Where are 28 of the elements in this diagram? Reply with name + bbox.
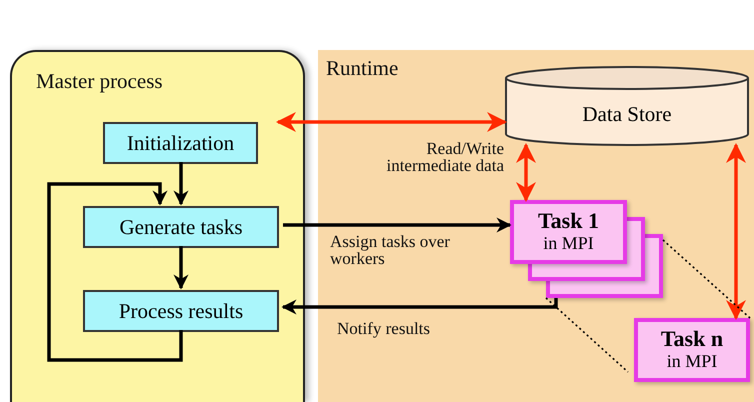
arrow: [282, 298, 558, 314]
panel-title: Runtime: [326, 56, 398, 81]
process-box: Generate tasks: [83, 206, 279, 248]
task-card: [634, 318, 750, 382]
task-title: Task n: [660, 327, 724, 352]
arrow: [283, 218, 512, 232]
double-arrow: [276, 112, 507, 132]
edge-label: Notify results: [337, 320, 432, 337]
dotted-line: [545, 297, 629, 373]
process-panel: [10, 50, 305, 402]
dotted-line: [662, 239, 751, 319]
arrow: [47, 182, 183, 362]
task-card-stack: [510, 200, 663, 298]
double-arrow: [516, 143, 536, 202]
node-label: Data Store: [581, 102, 673, 127]
task-subtitle: in MPI: [543, 233, 594, 255]
database-cylinder: [505, 66, 749, 146]
task-subtitle: in MPI: [666, 351, 718, 373]
task-title: Task 1: [538, 209, 599, 234]
process-box: Process results: [83, 290, 279, 332]
process-box: Initialization: [103, 122, 258, 164]
arrow: [174, 162, 188, 206]
edge-label: Assign tasks over workers: [330, 233, 451, 267]
runtime-panel: [318, 50, 754, 402]
edge-label: Read/Write intermediate data: [385, 140, 504, 174]
double-arrow: [726, 143, 746, 320]
panel-title: Master process: [36, 69, 163, 94]
arrow: [174, 246, 188, 290]
